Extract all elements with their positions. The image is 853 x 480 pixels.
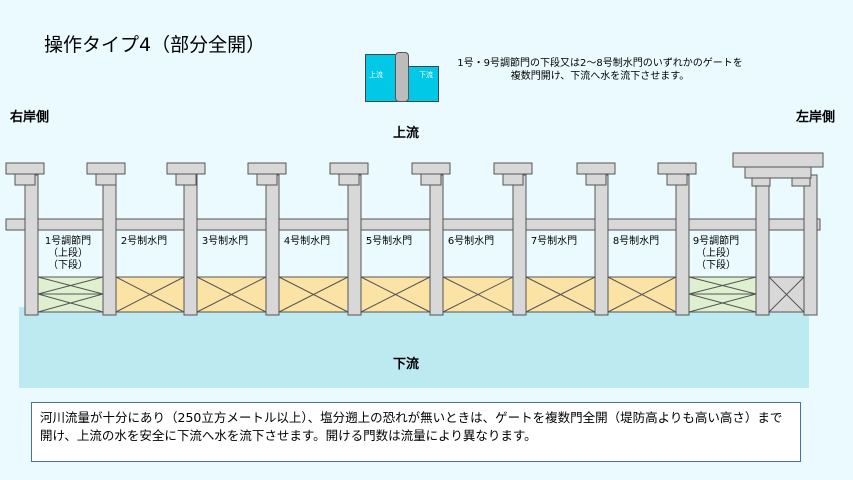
gate-label-3: 3号制水門 (201, 236, 249, 247)
upstream-label: 上流 (393, 126, 420, 141)
hoist-cap (411, 162, 451, 175)
hoist-body (14, 173, 36, 186)
hoist-body (338, 173, 360, 186)
gate-leaf-cross (278, 276, 349, 313)
hoist-cap (5, 162, 45, 175)
legend-description: 1号・9号調節門の下段又は2～8号制水門のいずれかのゲートを 複数門開け、下流へ… (440, 57, 760, 83)
hoist-cap (86, 162, 126, 175)
hoist-cap (576, 162, 616, 175)
hoist-body (666, 173, 688, 186)
gate-label-8: 8号制水門 (612, 236, 660, 247)
hoist-body (791, 177, 811, 187)
gate-label-2: 2号制水門 (120, 236, 168, 247)
hoist-cap (657, 162, 697, 175)
hoist-body (95, 173, 117, 186)
hoist-body (751, 177, 771, 187)
left-bank-label: 左岸側 (796, 110, 836, 125)
bridge-beam (5, 218, 821, 231)
legend-upstream-label: 上流 (369, 71, 383, 79)
gate-leaf-cross (196, 276, 267, 313)
hoist-body (502, 173, 524, 186)
control-house-body (744, 166, 812, 179)
description-note: 河川流量が十分にあり（250立方メートル以上）、塩分遡上の恐れが無いときは、ゲー… (31, 402, 801, 462)
hoist-cap (247, 162, 287, 175)
gate-leaf-cross (37, 293, 104, 313)
gate-leaf-cross (688, 276, 757, 295)
gate-leaf-cross (607, 276, 677, 313)
hoist-cap (329, 162, 369, 175)
gate-leaf-cross (360, 276, 431, 313)
hoist-body (256, 173, 278, 186)
hoist-body (420, 173, 442, 186)
dam-diagram (5, 152, 824, 388)
gate-leaf-cross (115, 276, 185, 313)
gate-leaf-cross (688, 293, 757, 313)
hoist-cap (493, 162, 533, 175)
gate-label-4: 4号制水門 (283, 236, 331, 247)
legend-gate (395, 52, 409, 102)
legend-line-1: 1号・9号調節門の下段又は2～8号制水門のいずれかのゲートを (457, 58, 743, 69)
gate-label-5: 5号制水門 (365, 236, 413, 247)
right-bank-label: 右岸側 (10, 110, 50, 125)
hoist-cap (166, 162, 206, 175)
gate-label-1: 1号調節門（上段）（下段） (44, 236, 92, 271)
gate-label-9: 9号調節門（上段）（下段） (692, 236, 740, 271)
hoist-body (175, 173, 197, 186)
downstream-water (19, 313, 809, 388)
gate-leaf-cross (768, 276, 805, 313)
gate-leaf-cross (442, 276, 514, 313)
pier (755, 174, 770, 316)
legend-downstream-label: 下流 (419, 71, 433, 79)
legend-line-2: 複数門開け、下流へ水を流下させます。 (510, 71, 690, 82)
gate-leaf-cross (37, 276, 104, 295)
gate-label-6: 6号制水門 (447, 236, 495, 247)
gate-leaf-cross (525, 276, 596, 313)
downstream-label: 下流 (393, 357, 420, 372)
legend-figure: 上流 下流 (365, 52, 439, 102)
gate-label-7: 7号制水門 (530, 236, 578, 247)
pier (803, 174, 818, 316)
control-house-roof (732, 152, 824, 168)
hoist-body (585, 173, 607, 186)
page-title: 操作タイプ4（部分全開） (44, 34, 266, 56)
